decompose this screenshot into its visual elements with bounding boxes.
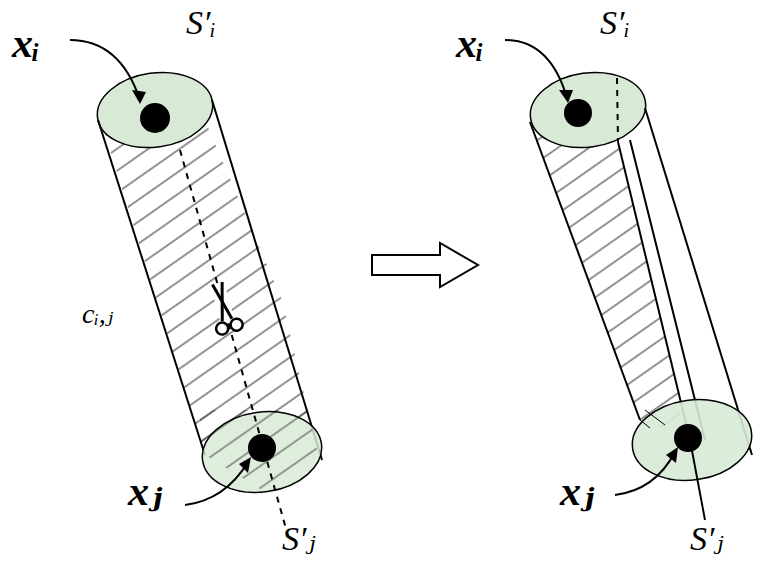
vector-label: xⱼ xyxy=(128,470,162,512)
vector-label: xᵢ xyxy=(456,22,484,64)
set-label: S′ⱼ xyxy=(282,522,315,556)
set-label: S′ᵢ xyxy=(186,6,216,40)
set-label: S′ⱼ xyxy=(690,522,723,556)
vector-label: xⱼ xyxy=(560,470,594,512)
set-label: S′ᵢ xyxy=(600,6,630,40)
scissors-icon xyxy=(205,280,244,336)
cylinder-left xyxy=(0,0,400,572)
cost-label: cᵢ,ⱼ xyxy=(82,300,113,328)
transition-arrow xyxy=(372,243,478,287)
cylinder-right xyxy=(480,0,769,572)
vector-label: xᵢ xyxy=(12,22,40,64)
